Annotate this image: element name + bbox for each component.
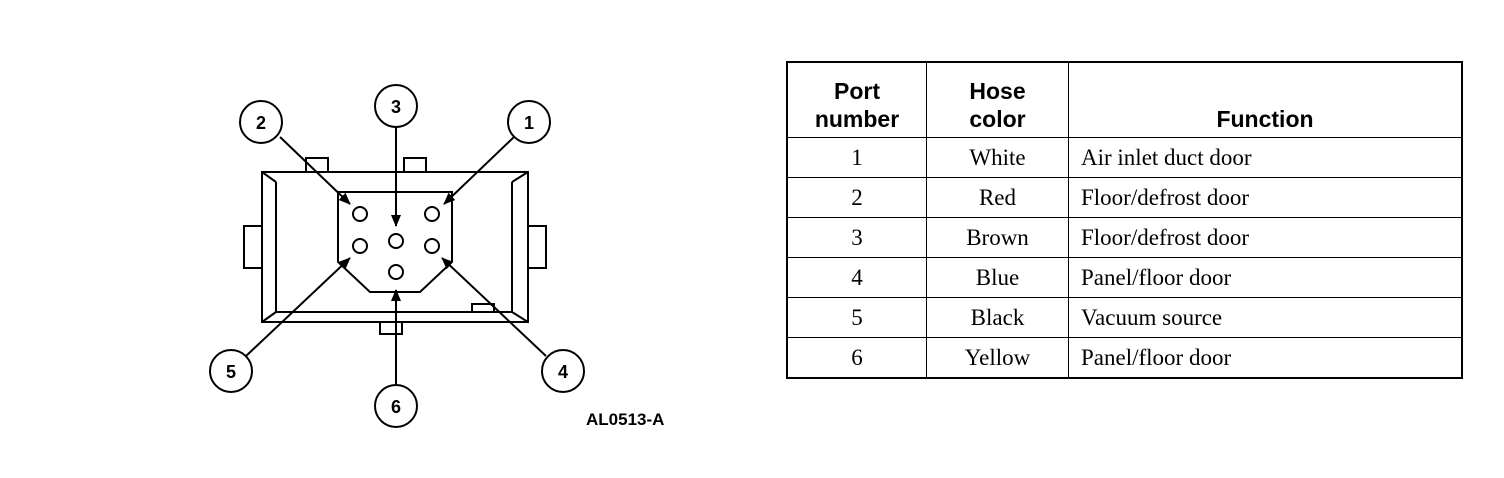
port-4-hole: [424, 238, 440, 254]
callout-label-1: 1: [524, 113, 534, 133]
callout-label-3: 3: [391, 97, 401, 117]
cell-port: 2: [786, 177, 927, 218]
callout-label-2: 2: [256, 113, 266, 133]
callout-circle-2: [239, 100, 283, 144]
leader-2: [279, 136, 351, 205]
cell-function: Air inlet duct door: [1068, 137, 1463, 178]
port-holes: [352, 206, 440, 280]
port-3-hole: [388, 233, 404, 249]
cell-function: Panel/floor door: [1068, 337, 1463, 379]
connector-housing: [243, 157, 547, 335]
cell-color: Black: [926, 297, 1069, 338]
callout-circle-3: [374, 84, 418, 128]
port-5-hole: [352, 238, 368, 254]
header-hose-line1: Hose: [969, 78, 1026, 104]
cell-color: Blue: [926, 257, 1069, 298]
cell-port: 1: [786, 137, 927, 178]
cell-function: Floor/defrost door: [1068, 177, 1463, 218]
port-1-hole: [424, 206, 440, 222]
table-row: 5 Black Vacuum source: [786, 297, 1463, 338]
header-hose-line2: color: [969, 106, 1026, 132]
port-6-hole: [388, 264, 404, 280]
table-row: 6 Yellow Panel/floor door: [786, 337, 1463, 379]
callout-circle-6: [374, 384, 418, 428]
callout-label-4: 4: [558, 362, 568, 382]
header-port-number: Port number: [786, 61, 927, 138]
port-table: Port number Hose color Function 1 White …: [786, 61, 1463, 379]
cell-port: 3: [786, 217, 927, 258]
cell-color: Brown: [926, 217, 1069, 258]
leader-1: [443, 136, 515, 205]
cell-function: Vacuum source: [1068, 297, 1463, 338]
header-function: Function: [1068, 61, 1463, 138]
cell-function: Floor/defrost door: [1068, 217, 1463, 258]
table-header-row: Port number Hose color Function: [786, 61, 1463, 138]
cell-port: 4: [786, 257, 927, 298]
cell-port: 6: [786, 337, 927, 379]
callout-circle-1: [507, 100, 551, 144]
header-hose-color: Hose color: [926, 61, 1069, 138]
table-row: 3 Brown Floor/defrost door: [786, 217, 1463, 258]
header-port-line1: Port: [834, 78, 880, 104]
port-2-hole: [352, 206, 368, 222]
callout-circle-4: [541, 349, 585, 393]
leader-5: [245, 257, 351, 357]
cell-port: 5: [786, 297, 927, 338]
callout-label-5: 5: [226, 362, 236, 382]
leader-4: [441, 257, 547, 357]
cell-color: Red: [926, 177, 1069, 218]
cell-color: Yellow: [926, 337, 1069, 379]
vacuum-connector-diagram: 1 2 3 4 5 6: [209, 84, 585, 428]
cell-function: Panel/floor door: [1068, 257, 1463, 298]
header-port-line2: number: [814, 106, 900, 132]
callout-label-6: 6: [391, 397, 401, 417]
leader-arrows: [245, 127, 547, 384]
figure-id: AL0513-A: [586, 410, 665, 429]
table-row: 4 Blue Panel/floor door: [786, 257, 1463, 298]
table-row: 2 Red Floor/defrost door: [786, 177, 1463, 218]
table-row: 1 White Air inlet duct door: [786, 137, 1463, 178]
callout-circle-5: [209, 349, 253, 393]
cell-color: White: [926, 137, 1069, 178]
